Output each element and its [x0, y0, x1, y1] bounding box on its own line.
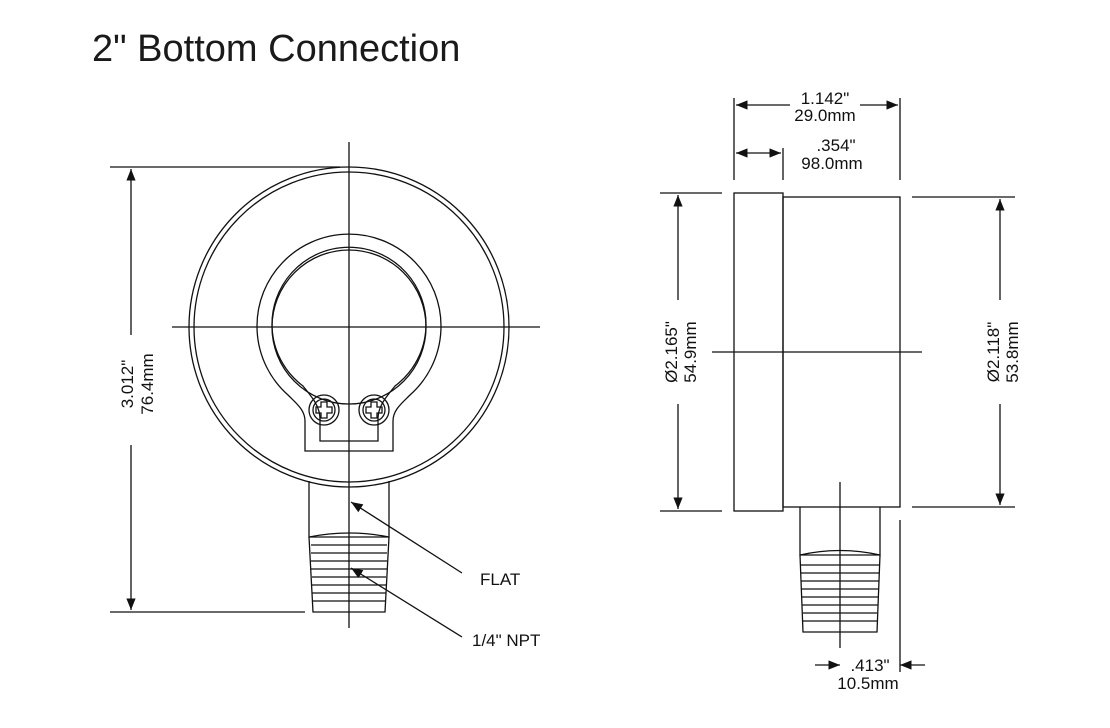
case-diameter-in-label: Ø2.118"	[984, 322, 1003, 383]
height-mm-label: 76.4mm	[138, 353, 157, 414]
front-view	[110, 142, 540, 638]
npt-label: 1/4" NPT	[472, 631, 540, 650]
depth-mm-label: 29.0mm	[794, 106, 855, 125]
screw-right	[358, 394, 390, 426]
depth-in-label: 1.142"	[801, 89, 850, 108]
bezel-in-label: .354"	[816, 136, 855, 155]
side-view	[660, 98, 1015, 672]
bezel-diameter-mm-label: 54.9mm	[681, 321, 700, 382]
window-ring-outer	[256, 233, 442, 452]
page-title: 2" Bottom Connection	[92, 28, 461, 70]
window-ring-inner	[271, 246, 427, 442]
flat-leader	[350, 501, 463, 574]
screw-left	[308, 394, 340, 426]
case-diameter-mm-label: 53.8mm	[1003, 321, 1022, 382]
stem-in-label: .413"	[850, 656, 889, 675]
height-in-label: 3.012"	[118, 360, 137, 409]
bezel-mm-label: 98.0mm	[801, 154, 862, 173]
npt-leader	[350, 567, 463, 638]
flat-label: FLAT	[480, 570, 520, 589]
bezel-diameter-in-label: Ø2.165"	[662, 321, 681, 383]
stem-mm-label: 10.5mm	[837, 674, 898, 693]
